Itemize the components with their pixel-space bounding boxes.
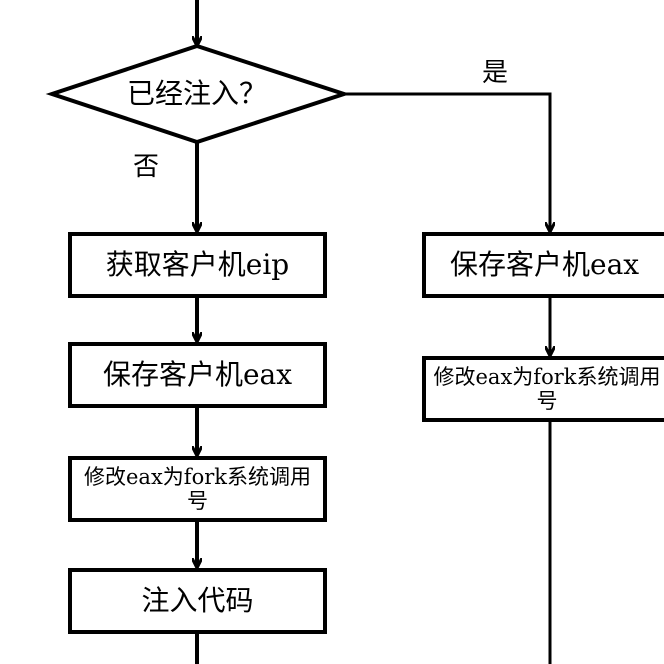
step-inject-code-label: 注入代码 — [141, 583, 254, 617]
box-save-eax-left — [68, 342, 327, 408]
step-get-eip-label: 获取客户机eip — [105, 247, 290, 281]
box-modify-eax-right — [422, 356, 664, 422]
decision-label: 已经注入？ — [126, 76, 267, 110]
box-modify-eax-left — [68, 456, 327, 522]
connector-yes — [344, 92, 550, 230]
branch-yes-label: 是 — [482, 58, 509, 88]
step-save-eax-right-label: 保存客户机eax — [450, 247, 640, 281]
step-modify-eax-right-label: 修改eax为fork系统调用号 — [433, 364, 661, 413]
branch-no-label: 否 — [133, 152, 160, 182]
step-modify-eax-left-label: 修改eax为fork系统调用号 — [84, 464, 311, 513]
box-get-eip — [68, 232, 327, 298]
step-save-eax-left-label: 保存客户机eax — [102, 357, 293, 391]
box-inject-code — [68, 568, 327, 634]
